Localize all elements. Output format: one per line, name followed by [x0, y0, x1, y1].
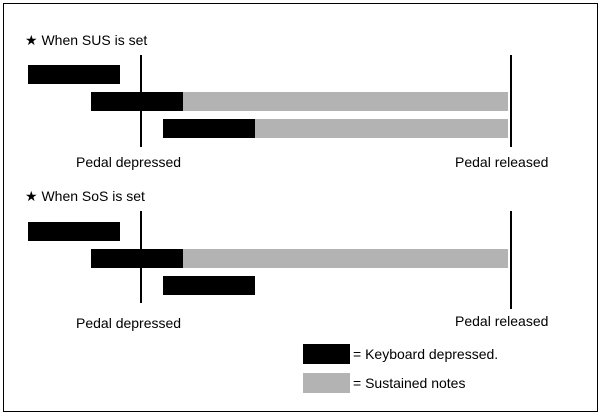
sustain-bar-sus-2 — [183, 92, 508, 111]
sustain-bar-sus-3 — [255, 119, 508, 138]
legend-key-label: = Keyboard depressed. — [353, 346, 498, 362]
section-title-sos: ★ When SoS is set — [25, 188, 145, 204]
pedal-depressed-label-sus: Pedal depressed — [76, 154, 181, 170]
section-title-sus: ★ When SUS is set — [25, 32, 147, 48]
sustain-bar-sos-2 — [183, 249, 508, 268]
pedal-released-label-sus: Pedal released — [455, 154, 548, 170]
key-bar-sus-1 — [28, 65, 120, 84]
pedal-released-label-sos: Pedal released — [455, 313, 548, 329]
legend-sustain-swatch — [303, 373, 350, 393]
legend-sustain-label: = Sustained notes — [353, 375, 465, 391]
key-bar-sos-1 — [28, 222, 120, 241]
key-bar-sus-2 — [91, 92, 183, 111]
section-sos: ★ When SoS is set Pedal depressed Pedal … — [25, 188, 548, 331]
pedal-depressed-label-sos: Pedal depressed — [76, 315, 181, 331]
diagram-frame — [3, 3, 598, 412]
note-bars-sus — [28, 65, 508, 138]
legend-key-swatch — [303, 344, 350, 364]
legend: = Keyboard depressed. = Sustained notes — [303, 344, 498, 393]
key-bar-sos-3 — [163, 276, 255, 295]
note-bars-sos — [28, 222, 508, 295]
section-sus: ★ When SUS is set Pedal depressed Pedal … — [25, 32, 548, 170]
key-bar-sus-3 — [163, 119, 255, 138]
key-bar-sos-2 — [91, 249, 183, 268]
